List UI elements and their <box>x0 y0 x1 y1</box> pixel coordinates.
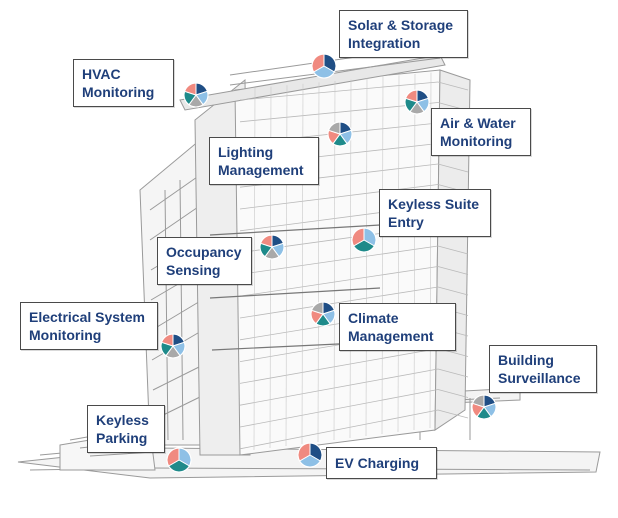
pie-outline <box>259 234 285 260</box>
pie-icon-solar <box>311 53 337 79</box>
pie-outline <box>311 53 337 79</box>
pie-icon-ev-charging <box>297 442 323 468</box>
label-air-water-monitoring: Air & Water Monitoring <box>431 108 531 156</box>
pie-icon-electrical <box>160 333 186 359</box>
label-ev-charging: EV Charging <box>326 447 437 479</box>
pie-outline <box>166 447 192 473</box>
pie-icon-occupancy <box>259 234 285 260</box>
pie-outline <box>471 394 497 420</box>
pie-icon-surveillance <box>471 394 497 420</box>
pie-icon-air-water <box>404 89 430 115</box>
pie-icon-keyless-parking <box>166 447 192 473</box>
pie-outline <box>160 333 186 359</box>
pie-icon-keyless-suite <box>351 227 377 253</box>
pie-icon-lighting <box>327 121 353 147</box>
pie-icon-hvac <box>183 82 209 108</box>
pie-outline <box>327 121 353 147</box>
label-lighting-management: Lighting Management <box>209 137 319 185</box>
label-solar-storage-integration: Solar & Storage Integration <box>339 10 468 58</box>
label-keyless-suite-entry: Keyless Suite Entry <box>379 189 491 237</box>
pie-outline <box>351 227 377 253</box>
label-building-surveillance: Building Surveillance <box>489 345 597 393</box>
pie-outline <box>310 301 336 327</box>
label-climate-management: Climate Management <box>339 303 456 351</box>
pie-outline <box>183 82 209 108</box>
label-electrical-system-monitoring: Electrical System Monitoring <box>20 302 158 350</box>
label-occupancy-sensing: Occupancy Sensing <box>157 237 252 285</box>
pie-outline <box>297 442 323 468</box>
label-keyless-parking: Keyless Parking <box>87 405 165 453</box>
pie-icon-climate <box>310 301 336 327</box>
pie-outline <box>404 89 430 115</box>
label-hvac-monitoring: HVAC Monitoring <box>73 59 174 107</box>
